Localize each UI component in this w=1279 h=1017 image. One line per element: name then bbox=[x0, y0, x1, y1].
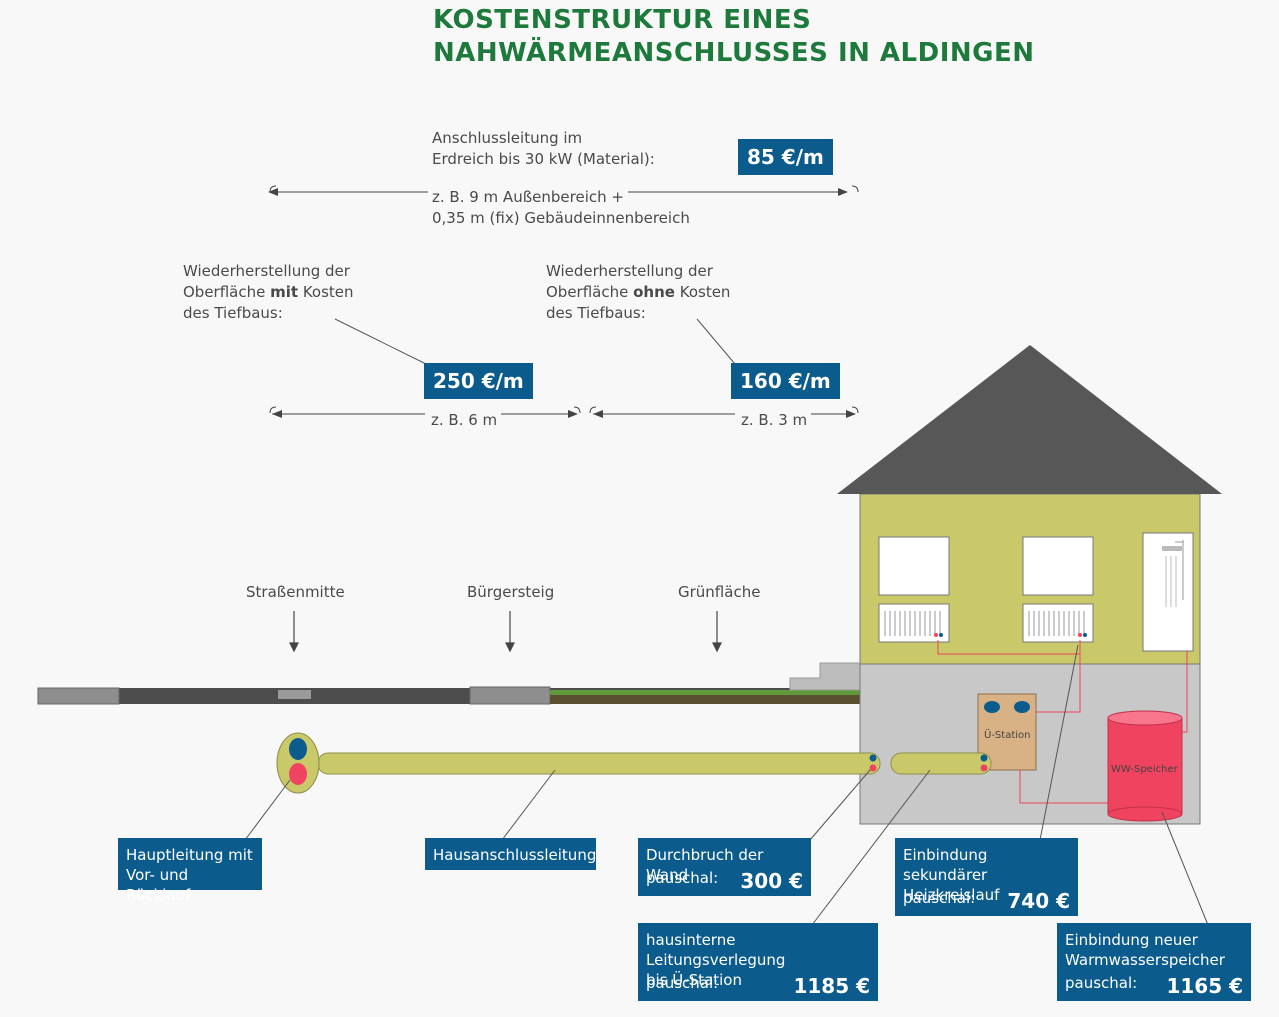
box-main-pipe: Hauptleitung mit Vor- und Rücklauf bbox=[118, 838, 262, 904]
sidewalk-curb bbox=[469, 686, 551, 705]
title-line-1: KOSTENSTRUKTUR EINES bbox=[433, 5, 812, 35]
dim-bracket-right bbox=[851, 185, 859, 193]
surface-without-label: Wiederherstellung der Oberfläche ohne Ko… bbox=[546, 262, 731, 322]
connection-label: Anschlussleitung im Erdreich bis 30 kW (… bbox=[432, 129, 655, 168]
connection-price: 85 €/m bbox=[738, 139, 833, 175]
connection-dim-line1: z. B. 9 m Außenbereich + bbox=[428, 188, 628, 206]
soil-strip bbox=[550, 695, 860, 704]
leader-line bbox=[334, 318, 427, 365]
page-title: KOSTENSTRUKTUR EINES NAHWÄRMEANSCHLUSSES… bbox=[433, 4, 1035, 70]
window-left bbox=[878, 536, 950, 596]
window-right bbox=[1022, 536, 1094, 596]
house-connection-pipe bbox=[317, 752, 881, 775]
arrow-head bbox=[593, 410, 603, 418]
surface-without-price: 160 €/m bbox=[731, 363, 840, 399]
roof bbox=[837, 345, 1222, 494]
surface-without-dim: z. B. 3 m bbox=[737, 411, 812, 429]
arrow-head bbox=[846, 410, 856, 418]
road-center-mark bbox=[278, 690, 311, 699]
heating-line-to-station bbox=[1036, 654, 1081, 713]
arrow-head bbox=[838, 188, 848, 196]
entrance-steps bbox=[789, 662, 861, 691]
box-wall-breakthrough: Durchbruch der Wand pauschal: 300 € bbox=[638, 838, 811, 896]
surface-with-price: 250 €/m bbox=[424, 363, 533, 399]
internal-pipe bbox=[890, 752, 992, 775]
grass-strip bbox=[550, 690, 860, 695]
main-pipe bbox=[276, 732, 320, 794]
leader-house-pipe bbox=[501, 769, 556, 841]
arrow-head bbox=[268, 188, 278, 196]
leader-wall bbox=[809, 769, 871, 841]
leader-main-pipe bbox=[244, 779, 291, 841]
radiator-left bbox=[878, 603, 950, 643]
leader-storage bbox=[1161, 811, 1209, 926]
shower bbox=[1142, 532, 1194, 652]
box-house-pipe: Hausanschlussleitung bbox=[425, 838, 596, 870]
label-sidewalk: Bürgersteig bbox=[467, 583, 555, 601]
label-street-center: Straßenmitte bbox=[246, 583, 345, 601]
heating-line-upper bbox=[937, 640, 1081, 655]
leader-internal bbox=[811, 769, 931, 926]
curb-left bbox=[37, 687, 120, 705]
leader-heating bbox=[1039, 644, 1079, 841]
dim-bracket-left bbox=[269, 185, 277, 193]
leader-line bbox=[696, 318, 736, 365]
surface-with-label: Wiederherstellung der Oberfläche mit Kos… bbox=[183, 262, 354, 322]
title-line-2: NAHWÄRMEANSCHLUSSES IN ALDINGEN bbox=[433, 38, 1035, 68]
box-hot-water-storage: Einbindung neuer Warmwasserspeicher paus… bbox=[1057, 923, 1251, 1001]
box-internal-piping: hausinterne Leitungsverlegung bis Ü-Stat… bbox=[638, 923, 878, 1001]
storage-label: WW-Speicher bbox=[1111, 764, 1179, 775]
radiator-right bbox=[1022, 603, 1094, 643]
connection-dim-line2: 0,35 m (fix) Gebäudeinnenbereich bbox=[432, 209, 690, 227]
arrow-head bbox=[568, 410, 578, 418]
surface-with-dim: z. B. 6 m bbox=[427, 411, 502, 429]
hot-water-storage bbox=[1107, 710, 1183, 822]
box-heating-circuit: Einbindung sekundärer Heizkreislauf paus… bbox=[895, 838, 1078, 916]
label-green-area: Grünfläche bbox=[678, 583, 761, 601]
storage-line bbox=[1019, 770, 1108, 804]
station-label: Ü-Station bbox=[984, 728, 1030, 741]
arrow-head bbox=[272, 410, 282, 418]
